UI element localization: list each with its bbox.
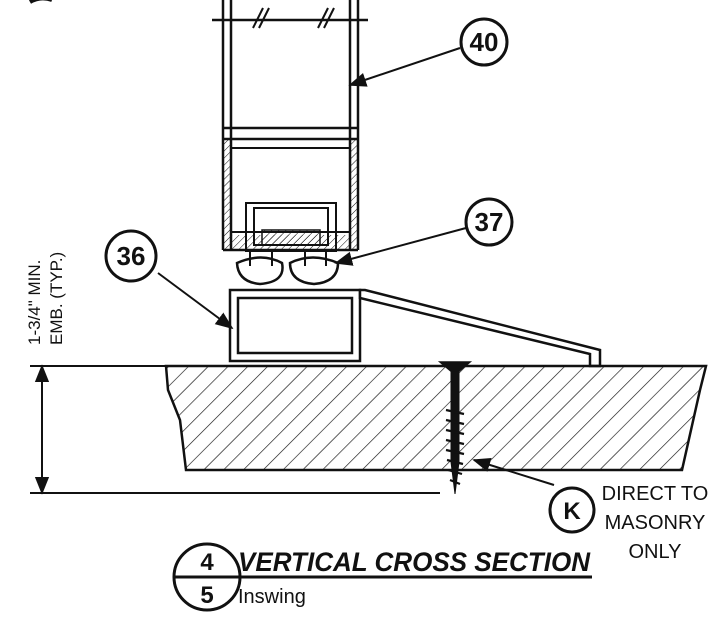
masonry-note: DIRECT TO MASONRY ONLY (602, 483, 709, 563)
masonry-note-line2: MASONRY (605, 512, 706, 534)
door-sweep-seals (235, 250, 340, 286)
embedment-note-line2: EMB. (TYP.) (47, 252, 66, 345)
callout-37-label: 37 (475, 207, 504, 237)
callout-K-label: K (563, 498, 581, 525)
embedment-note: 1-3/4" MIN. EMB. (TYP.) (25, 252, 66, 345)
threshold (228, 288, 602, 368)
callout-40-label: 40 (470, 27, 499, 57)
detail-title: VERTICAL CROSS SECTION (238, 547, 590, 577)
concrete-slab (164, 364, 708, 472)
frame-hatched-base (231, 235, 350, 250)
masonry-note-line3: ONLY (629, 541, 682, 563)
frame-hatched-wall-right (350, 139, 358, 250)
callout-36: 36 (104, 229, 158, 283)
callout-40: 40 (459, 17, 509, 67)
sheet-number: 5 (200, 582, 213, 609)
frame-hatched-wall-left (223, 139, 231, 250)
callout-37: 37 (464, 197, 514, 247)
embedment-dimension (30, 364, 440, 495)
detail-title-block: 4 5 VERTICAL CROSS SECTION Inswing (172, 542, 592, 612)
detail-number: 4 (200, 549, 214, 576)
leader-lines (157, 47, 555, 486)
cropped-callout-circle (28, 0, 52, 4)
callout-K: K (548, 486, 596, 534)
embedment-note-line1: 1-3/4" MIN. (25, 260, 44, 345)
masonry-note-line1: DIRECT TO (602, 483, 709, 505)
door-frame-profile (212, 0, 368, 252)
detail-subtitle: Inswing (238, 586, 306, 608)
anchor-screw (437, 361, 473, 495)
callout-36-label: 36 (117, 241, 146, 271)
